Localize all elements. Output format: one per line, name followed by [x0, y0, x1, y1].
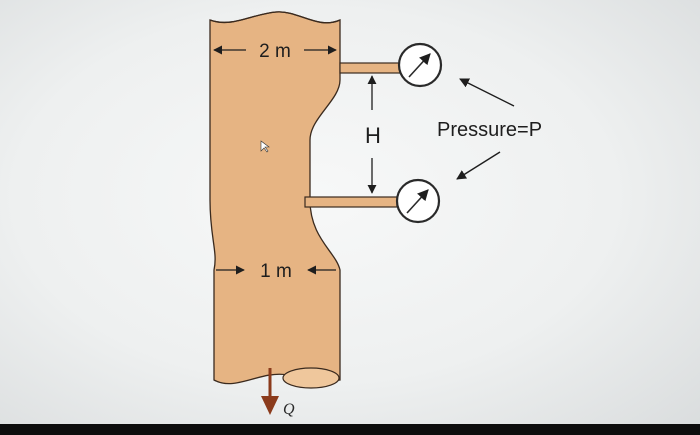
mouse-cursor-icon	[260, 140, 270, 153]
flow-label: Q	[283, 401, 295, 418]
pressure-pointer-lower	[456, 151, 501, 180]
throat-width-label: 1 m	[260, 261, 292, 282]
lower-gauge-tap	[304, 196, 398, 208]
upper-gauge-tap	[339, 62, 401, 74]
pressure-label: Pressure=P	[437, 119, 542, 141]
top-width-dimension: 2 m	[213, 41, 337, 62]
height-dimension: H	[365, 75, 381, 194]
height-label: H	[365, 123, 381, 148]
pressure-pointer-upper	[459, 78, 515, 107]
screen-bezel-bottom	[0, 424, 700, 435]
pipe-bottom-opening	[282, 367, 340, 389]
pipe-top-rim	[209, 11, 341, 24]
throat-width-dimension: 1 m	[216, 261, 336, 282]
venturi-diagram: 2 m 1 m H Pressure=P	[209, 11, 542, 418]
top-width-label: 2 m	[259, 41, 291, 62]
pressure-gauge-icon	[395, 178, 441, 224]
flow-arrow-icon	[261, 368, 279, 415]
pressure-gauge-icon	[397, 42, 443, 88]
